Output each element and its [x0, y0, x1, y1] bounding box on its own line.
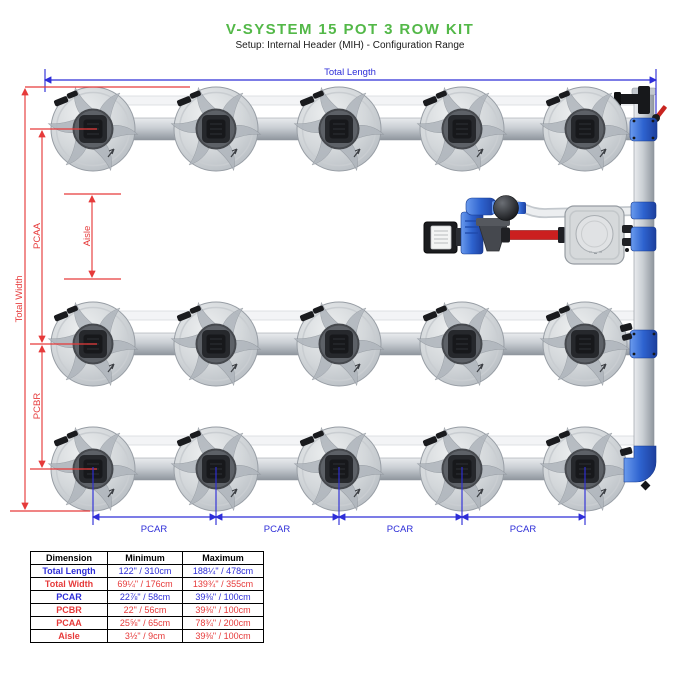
ball-valve — [493, 195, 519, 221]
maximum-value: 78¾" / 200cm — [182, 616, 264, 630]
dim-label-pcaa: PCAA — [32, 222, 43, 249]
hose-clip-icon — [545, 430, 570, 447]
drain-valve-icon — [640, 480, 651, 491]
dim-label-pcar: PCAR — [141, 524, 168, 535]
maximum-value: 139¾" / 355cm — [182, 577, 264, 591]
hose-clip-icon — [53, 430, 78, 447]
manifold-elbow — [623, 445, 657, 483]
hose-clip-icon — [299, 305, 324, 322]
minimum-value: 22" / 56cm — [107, 603, 183, 617]
hose-clip-icon — [53, 305, 78, 322]
dim-label-total-length: Total Length — [324, 67, 376, 78]
dim-label-pcar: PCAR — [264, 524, 291, 535]
hose-clip-icon — [176, 90, 201, 107]
hose-clip-icon — [299, 430, 324, 447]
manifold-couplings — [619, 117, 658, 491]
dim-label-total-width: Total Width — [14, 276, 25, 323]
hose-clip-icon — [545, 90, 570, 107]
reservoir-tank — [564, 205, 625, 265]
maximum-value: 188¼" / 478cm — [182, 564, 264, 578]
col-header-dimension: Dimension — [30, 551, 108, 565]
page-title: V-SYSTEM 15 POT 3 ROW KIT — [225, 21, 475, 38]
dimension-annotations: Total Length Total Width PCAA PCBR Aisle… — [10, 67, 658, 535]
hose-clip-icon — [545, 305, 570, 322]
hose-clip-icon — [422, 430, 447, 447]
hose-clip-icon — [176, 430, 201, 447]
minimum-value: 122" / 310cm — [107, 564, 183, 578]
clips-layer — [53, 90, 570, 447]
col-header-maximum: Maximum — [182, 551, 264, 565]
hose-clip-icon — [422, 305, 447, 322]
fill-line — [501, 227, 565, 243]
maximum-value: 39⅜" / 100cm — [182, 629, 264, 643]
page-subtitle: Setup: Internal Header (MIH) - Configura… — [235, 40, 465, 51]
minimum-value: 69¼" / 176cm — [107, 577, 183, 591]
minimum-value: 3½" / 9cm — [107, 629, 183, 643]
maximum-value: 39⅜" / 100cm — [182, 590, 264, 604]
hose-clip-icon — [422, 90, 447, 107]
col-header-minimum: Minimum — [107, 551, 183, 565]
dimension-label: Total Width — [30, 577, 108, 591]
dim-label-pcar: PCAR — [387, 524, 414, 535]
dimension-label: PCBR — [30, 603, 108, 617]
minimum-value: 22⅞" / 58cm — [107, 590, 183, 604]
dimension-label: PCAR — [30, 590, 108, 604]
dim-label-aisle: Aisle — [82, 226, 93, 247]
dimension-label: PCAA — [30, 616, 108, 630]
hose-clip-icon — [299, 90, 324, 107]
dim-label-pcbr: PCBR — [32, 393, 43, 420]
dimension-label: Aisle — [30, 629, 108, 643]
dimension-label: Total Length — [30, 564, 108, 578]
hose-clip-icon — [176, 305, 201, 322]
controller-box — [423, 221, 458, 254]
minimum-value: 25⅝" / 65cm — [107, 616, 183, 630]
header-assembly — [423, 195, 639, 265]
dim-label-pcar: PCAR — [510, 524, 537, 535]
table-header-row: Dimension Minimum Maximum — [30, 551, 264, 565]
pots-layer — [47, 86, 631, 512]
maximum-value: 39⅜" / 100cm — [182, 603, 264, 617]
hose-clip-icon — [53, 90, 78, 107]
